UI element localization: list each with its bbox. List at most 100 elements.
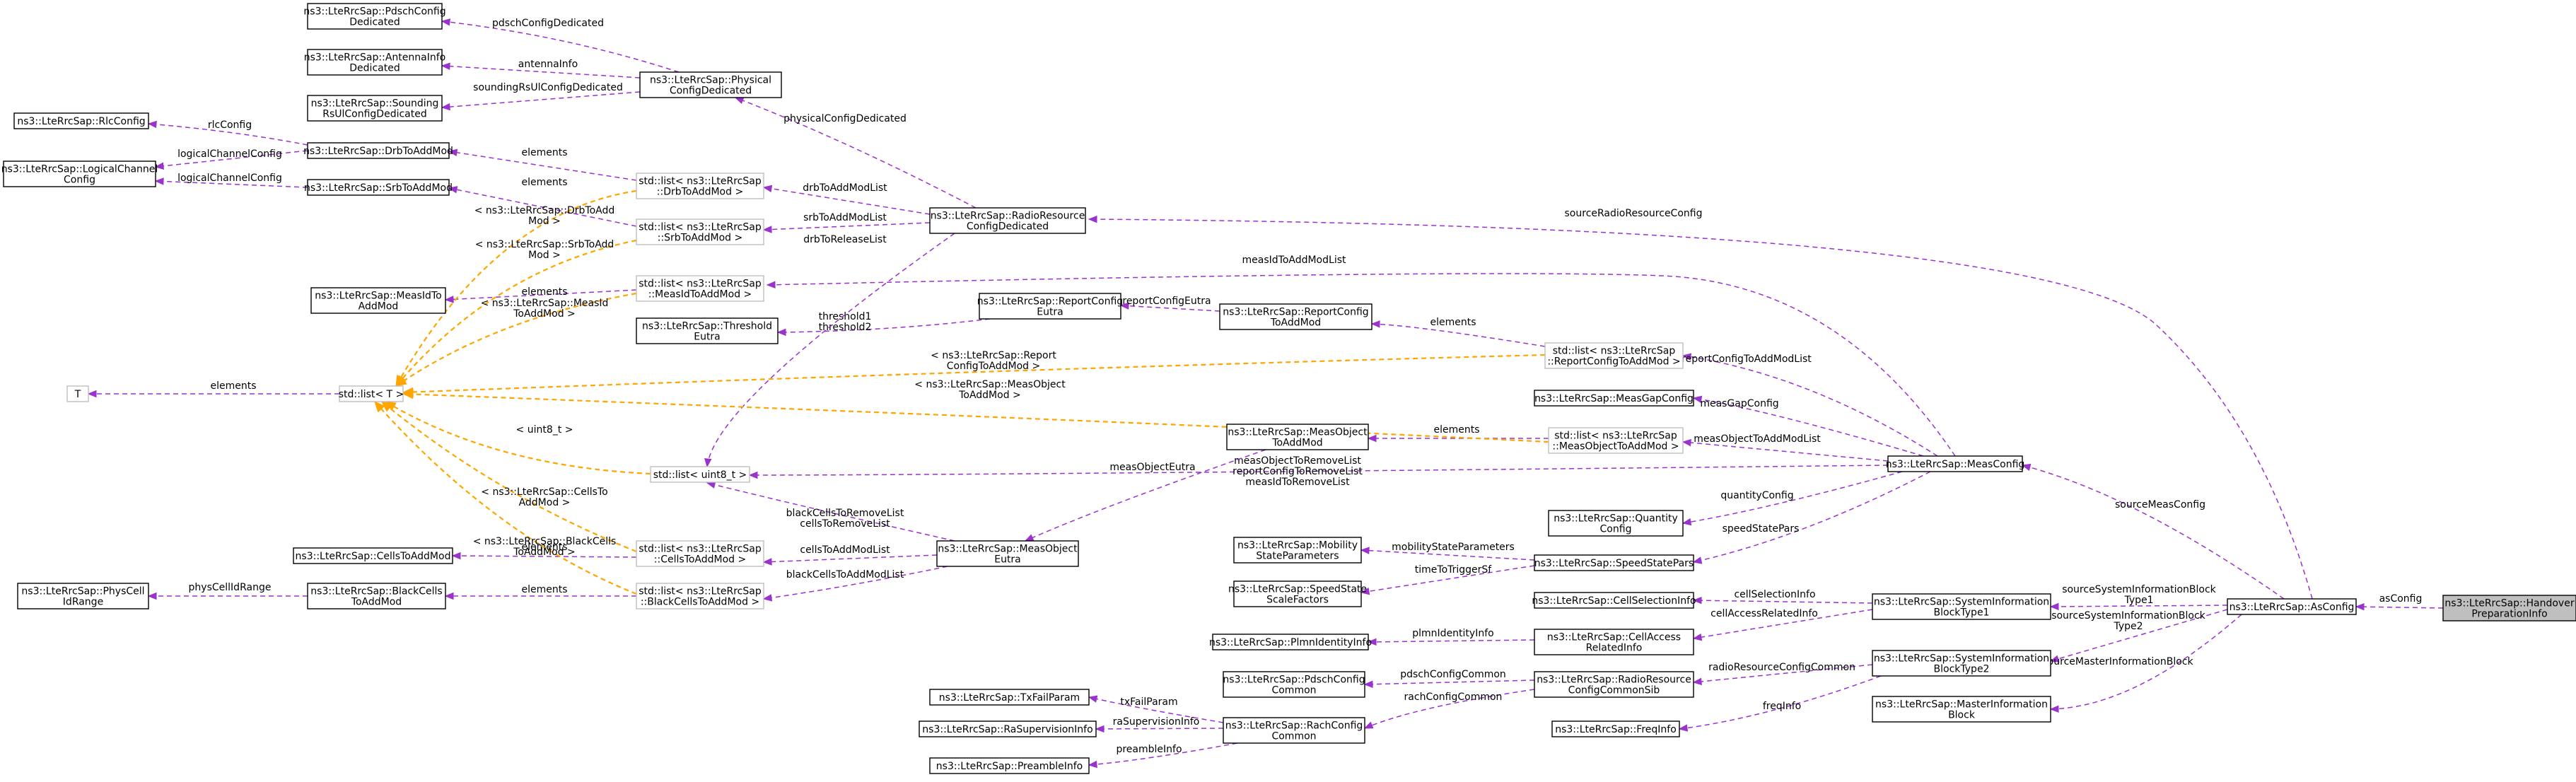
node-label: std::list< ns3::LteRrcSap [1553, 346, 1676, 357]
node-blacklist[interactable]: std::list< ns3::LteRrcSap::BlackCellsToA… [636, 583, 764, 609]
edge-reportlist-to-reportmod: elements [1370, 317, 1546, 347]
node-label: std::list< ns3::LteRrcSap [1554, 431, 1677, 442]
node-t[interactable]: T [66, 385, 89, 402]
node-preamble[interactable]: ns3::LteRrcSap::PreambleInfo [929, 757, 1090, 774]
node-measobjmod[interactable]: ns3::LteRrcSap::MeasObjectToAddMod [1226, 424, 1369, 450]
node-srblist[interactable]: std::list< ns3::LteRrcSap::SrbToAddMod > [636, 218, 764, 245]
node-freqinfo[interactable]: ns3::LteRrcSap::FreqInfo [1551, 720, 1680, 737]
node-gapconfig[interactable]: ns3::LteRrcSap::MeasGapConfig [1534, 390, 1694, 407]
edge-srblist-to-stdlist: < ns3::LteRrcSap::SrbToAddMod > [395, 239, 637, 387]
node-label: ns3::LteRrcSap::MasterInformation [1875, 699, 2048, 711]
node-label: std::list< ns3::LteRrcSap [639, 176, 762, 187]
node-txfail[interactable]: ns3::LteRrcSap::TxFailParam [929, 689, 1090, 706]
node-cellsmod[interactable]: ns3::LteRrcSap::CellsToAddMod [293, 547, 453, 564]
edge-measconfig-to-measobjlist: measObjectToAddModList [1682, 433, 1889, 462]
edge-line [2355, 606, 2444, 609]
node-label: ConfigDedicated [967, 221, 1049, 233]
node-measidmod[interactable]: ns3::LteRrcSap::MeasIdToAddMod [310, 287, 446, 314]
node-reportmod[interactable]: ns3::LteRrcSap::ReportConfigToAddMod [1219, 303, 1372, 330]
edge-measobjlist-to-measobjmod: elements [1367, 424, 1549, 443]
node-cellsel[interactable]: ns3::LteRrcSap::CellSelectionInfo [1532, 592, 1696, 609]
edge-label: < ns3::LteRrcSap::MeasObject [914, 379, 1066, 390]
node-mib[interactable]: ns3::LteRrcSap::MasterInformationBlock [1872, 696, 2051, 723]
node-box [13, 112, 149, 129]
edge-label: Mod > [528, 250, 561, 261]
node-asconfig[interactable]: ns3::LteRrcSap::AsConfig [2227, 598, 2357, 615]
edge-label: measIdToAddModList [1242, 255, 1346, 266]
edge-drbmod-to-logical: logicalChannelConfig [154, 148, 308, 170]
node-label: ns3::LteRrcSap::RadioResource [1537, 675, 1691, 686]
edge-line [2050, 614, 2242, 710]
node-drbmod[interactable]: ns3::LteRrcSap::DrbToAddMod [303, 142, 453, 159]
node-box [1872, 650, 2051, 677]
edge-drbmod-to-rlc: rlcConfig [147, 119, 308, 146]
arrowhead [1682, 353, 1692, 361]
node-label: ns3::LteRrcSap::PdschConfig [1223, 675, 1365, 686]
node-measobjlist[interactable]: std::list< ns3::LteRrcSap::MeasObjectToA… [1548, 427, 1684, 454]
node-label: Common [1271, 731, 1316, 742]
node-sib2[interactable]: ns3::LteRrcSap::SystemInformationBlockTy… [1872, 650, 2051, 677]
edge-handover-to-asconfig: asConfig [2355, 593, 2444, 611]
arrowhead [154, 162, 164, 170]
edge-label: logicalChannelConfig [177, 173, 282, 184]
node-box [1226, 424, 1369, 450]
node-label: ns3::LteRrcSap::BlackCells [310, 586, 442, 597]
node-drblist[interactable]: std::list< ns3::LteRrcSap::DrbToAddMod > [636, 173, 764, 199]
node-label: Common [1271, 685, 1316, 696]
node-speedpars[interactable]: ns3::LteRrcSap::SpeedStatePars [1534, 554, 1694, 571]
node-measconfig[interactable]: ns3::LteRrcSap::MeasConfig [1886, 455, 2025, 472]
node-label: ::MeasIdToAddMod > [648, 289, 752, 300]
node-plmn[interactable]: ns3::LteRrcSap::PlmnIdentityInfo [1209, 634, 1372, 650]
edge-label: elements [1433, 424, 1479, 436]
edge-label: rlcConfig [208, 119, 252, 131]
node-stdlist[interactable]: std::list< T > [339, 385, 404, 402]
arrowhead [1370, 320, 1380, 328]
node-label: IdRange [63, 597, 103, 608]
node-rrcd[interactable]: ns3::LteRrcSap::RadioResourceConfigDedic… [929, 207, 1086, 234]
node-sib1[interactable]: ns3::LteRrcSap::SystemInformationBlockTy… [1872, 593, 2051, 620]
node-blackmod[interactable]: ns3::LteRrcSap::BlackCellsToAddMod [307, 583, 446, 609]
node-srs[interactable]: ns3::LteRrcSap::SoundingRsUlConfigDedica… [307, 95, 443, 122]
node-rasup[interactable]: ns3::LteRrcSap::RaSupervisionInfo [919, 720, 1097, 737]
arrowhead [1360, 547, 1370, 554]
node-box [2227, 598, 2357, 615]
edge-label: < ns3::LteRrcSap::CellsTo [481, 486, 607, 498]
node-label: ns3::LteRrcSap::RadioResource [931, 211, 1085, 222]
node-label: ns3::LteRrcSap::Quantity [1554, 513, 1678, 525]
arrowhead [1367, 434, 1377, 443]
node-box [307, 179, 450, 196]
node-rlc[interactable]: ns3::LteRrcSap::RlcConfig [13, 112, 149, 129]
edge-line [1025, 449, 1266, 542]
node-label: ns3::LteRrcSap::RaSupervisionInfo [922, 724, 1092, 735]
edges-layer: asConfig sourceSystemInformationBlockType… [87, 18, 2444, 769]
node-box [929, 207, 1086, 234]
node-rrccs[interactable]: ns3::LteRrcSap::RadioResourceConfigCommo… [1534, 671, 1694, 698]
node-box [1548, 510, 1684, 537]
node-srbmod[interactable]: ns3::LteRrcSap::SrbToAddMod [304, 179, 453, 196]
edge-line [763, 187, 931, 215]
edge-sib1-to-cellsel: cellSelectionInfo [1692, 589, 1873, 605]
node-uint8list[interactable]: std::list< uint8_t > [650, 466, 750, 483]
arrowhead [441, 18, 451, 26]
node-reportlist[interactable]: std::list< ns3::LteRrcSap::ReportConfigT… [1544, 342, 1684, 369]
node-measidlist[interactable]: std::list< ns3::LteRrcSap::MeasIdToAddMo… [636, 275, 764, 302]
edge-asconfig-to-rrcd: sourceRadioResourceConfig [1088, 208, 2313, 600]
node-cellslist[interactable]: std::list< ns3::LteRrcSap::CellsToAddMod… [636, 540, 764, 567]
edge-line [441, 65, 641, 78]
